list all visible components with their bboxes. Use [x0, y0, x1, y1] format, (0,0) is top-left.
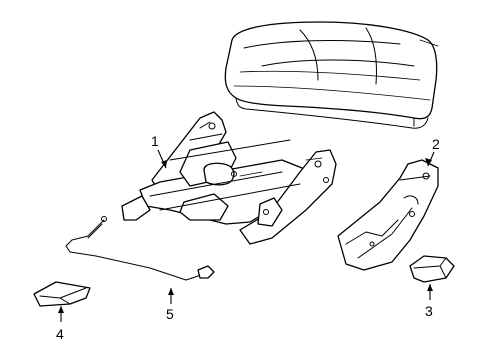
connecting-rod: [65, 216, 215, 281]
leader-arrow-2: [425, 158, 432, 166]
seat-cushion: [224, 21, 439, 129]
seat-adjuster-track: [121, 111, 337, 245]
callout-1: 1: [151, 133, 159, 149]
callout-2: 2: [432, 136, 440, 152]
leader-arrow-1: [161, 160, 167, 168]
leader-arrow-3: [427, 284, 433, 291]
callout-4: 4: [56, 326, 64, 342]
leader-arrow-5: [168, 288, 174, 295]
seat-side-shield: [337, 159, 439, 271]
track-trim-cover: [33, 281, 91, 307]
callout-3: 3: [425, 303, 433, 319]
seat-adjuster-knob: [409, 255, 455, 283]
leader-arrow-4: [58, 306, 64, 313]
callout-5: 5: [166, 306, 174, 322]
